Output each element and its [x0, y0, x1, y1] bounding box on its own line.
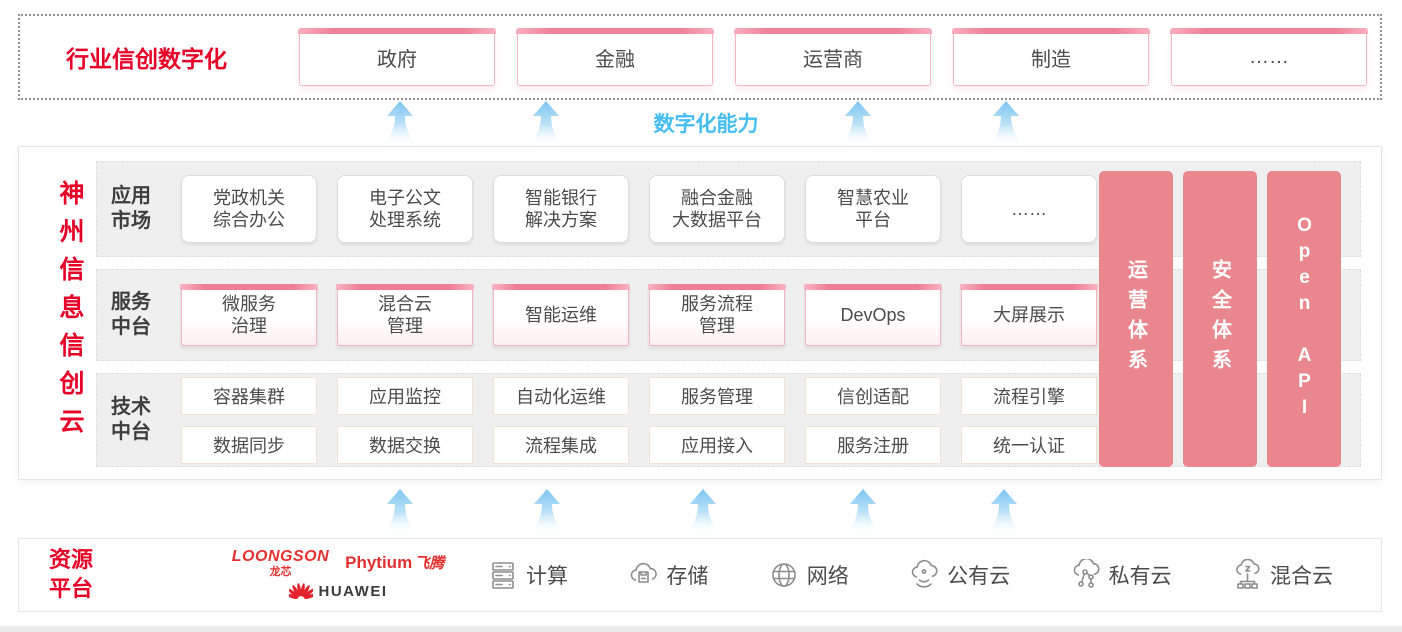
tech-platform-row: 技术 中台 容器集群 应用监控 自动化运维 服务管理 信创适配 流程引擎 数据同… [96, 373, 1361, 467]
service-card-intelligent-ops: 智能运维 [492, 284, 630, 346]
app-card-finance-bigdata: 融合金融 大数据平台 [649, 175, 785, 243]
vendor-logo-row: LOONGSON 龙芯 Phytium 飞腾 [232, 549, 444, 578]
industry-telecom-operator: 运营商 [734, 28, 932, 86]
huawei-flower-icon [288, 583, 313, 600]
tech-card-app-monitoring: 应用监控 [337, 376, 473, 415]
app-market-cards: 党政机关 综合办公 电子公文 处理系统 智能银行 解决方案 融合金融 大数据平台… [181, 175, 1097, 243]
tech-card-service-registry: 服务注册 [805, 425, 941, 464]
app-card-smart-agriculture: 智慧农业 平台 [805, 175, 941, 243]
operations-system-bar: 运营体系 [1099, 171, 1173, 467]
up-arrow-icon [526, 489, 568, 535]
tech-card-process-engine: 流程引擎 [961, 376, 1097, 415]
service-platform-cards: 微服务 治理 混合云 管理 智能运维 服务流程 管理 DevOps 大屏展示 [180, 284, 1098, 346]
tech-card-app-access: 应用接入 [649, 425, 785, 464]
resource-compute-label: 计算 [526, 565, 568, 588]
industry-buttons: 政府 金融 运营商 制造 …… [298, 28, 1368, 86]
storage-icon [631, 562, 658, 583]
up-arrow-icon [985, 101, 1027, 147]
resource-private-cloud: 私有云 [1070, 559, 1172, 591]
resource-storage: 存储 [627, 559, 708, 591]
private-cloud-icon [1073, 559, 1100, 588]
security-system-bar: 安全体系 [1183, 171, 1257, 467]
row-label-tech-platform: 技术 中台 [111, 396, 151, 443]
service-card-service-process-mgmt: 服务流程 管理 [648, 284, 786, 346]
industry-government: 政府 [298, 28, 496, 86]
app-card-edoc-system: 电子公文 处理系统 [337, 175, 473, 243]
security-system-bar-label: 安全体系 [1208, 259, 1231, 379]
app-card-party-gov-office: 党政机关 综合办公 [181, 175, 317, 243]
platform-title: 神州信息信创云 [56, 180, 84, 446]
tech-cards-top-row: 容器集群 应用监控 自动化运维 服务管理 信创适配 流程引擎 [181, 376, 1097, 415]
phytium-chinese-label: 飞腾 [414, 555, 445, 572]
capability-label: 数字化能力 [653, 113, 759, 136]
loongson-wordmark: LOONGSON [231, 548, 330, 565]
network-icon [771, 563, 796, 587]
up-arrow-icon [379, 489, 421, 535]
service-card-hybrid-cloud-mgmt: 混合云 管理 [336, 284, 474, 346]
industry-finance: 金融 [516, 28, 714, 86]
tech-card-data-exchange: 数据交换 [337, 425, 473, 464]
huawei-wordmark: HUAWEI [318, 582, 388, 600]
tech-card-xinchuang-adaptation: 信创适配 [805, 376, 941, 415]
resource-hybrid-cloud: 混合云 [1231, 559, 1333, 591]
up-arrow-icon [682, 489, 724, 535]
resource-storage-label: 存储 [666, 565, 709, 588]
tech-card-unified-auth: 统一认证 [961, 425, 1097, 464]
huawei-logo: HUAWEI [288, 581, 388, 601]
app-card-smart-banking: 智能银行 解决方案 [493, 175, 629, 243]
resource-public-cloud: 公有云 [908, 559, 1010, 591]
industry-more-ellipsis: …… [1170, 28, 1368, 86]
industry-manufacturing: 制造 [952, 28, 1150, 86]
resource-compute: 计算 [487, 559, 568, 591]
resource-platform-title: 资源 平台 [49, 547, 94, 601]
row-label-service-platform: 服务 中台 [111, 291, 151, 338]
up-arrow-icon [983, 489, 1025, 535]
resource-items: 计算 存储 网络 [487, 559, 1333, 591]
tech-card-container-cluster: 容器集群 [181, 376, 317, 415]
up-arrow-icon [837, 101, 879, 147]
resource-platform-panel: 资源 平台 LOONGSON 龙芯 Phytium 飞腾 [18, 538, 1382, 612]
hybrid-cloud-icon [1236, 559, 1260, 589]
industry-banner: 行业信创数字化 政府 金融 运营商 制造 …… [18, 14, 1382, 100]
vendor-logos: LOONGSON 龙芯 Phytium 飞腾 [203, 549, 473, 601]
operations-system-bar-label: 运营体系 [1124, 259, 1147, 379]
up-arrow-icon [525, 101, 567, 147]
tech-cards-bottom-row: 数据同步 数据交换 流程集成 应用接入 服务注册 统一认证 [181, 425, 1097, 464]
bottom-edge-strip [0, 626, 1402, 632]
service-card-devops: DevOps [804, 284, 942, 346]
tech-card-process-integration: 流程集成 [493, 425, 629, 464]
tech-card-service-mgmt: 服务管理 [649, 376, 785, 415]
cloud-platform-panel: 神州信息信创云 应用 市场 党政机关 综合办公 电子公文 处理系统 智能银行 解… [18, 146, 1382, 480]
up-arrow-icon [379, 101, 421, 147]
resource-hybrid-cloud-label: 混合云 [1269, 565, 1333, 588]
tech-platform-cards: 容器集群 应用监控 自动化运维 服务管理 信创适配 流程引擎 数据同步 数据交换… [181, 376, 1097, 464]
resource-network: 网络 [768, 559, 849, 591]
up-arrow-icon [842, 489, 884, 535]
resource-private-cloud-label: 私有云 [1108, 565, 1172, 588]
row-label-app-market: 应用 市场 [111, 185, 151, 232]
app-card-more-ellipsis: …… [961, 175, 1097, 243]
loongson-chinese-label: 龙芯 [269, 566, 292, 578]
loongson-logo: LOONGSON 龙芯 [232, 549, 329, 578]
open-api-bar: Open API [1267, 171, 1341, 467]
resource-public-cloud-label: 公有云 [947, 565, 1011, 588]
phytium-logo: Phytium 飞腾 [345, 552, 444, 573]
open-api-bar-label: Open API [1294, 215, 1315, 423]
service-card-big-screen-display: 大屏展示 [960, 284, 1098, 346]
phytium-wordmark: Phytium [345, 552, 413, 572]
service-card-microservice-governance: 微服务 治理 [180, 284, 318, 346]
compute-icon [492, 562, 514, 589]
tech-card-data-sync: 数据同步 [181, 425, 317, 464]
tech-card-automated-ops: 自动化运维 [493, 376, 629, 415]
resource-network-label: 网络 [806, 565, 849, 588]
banner-title: 行业信创数字化 [66, 46, 227, 72]
public-cloud-icon [911, 559, 938, 588]
